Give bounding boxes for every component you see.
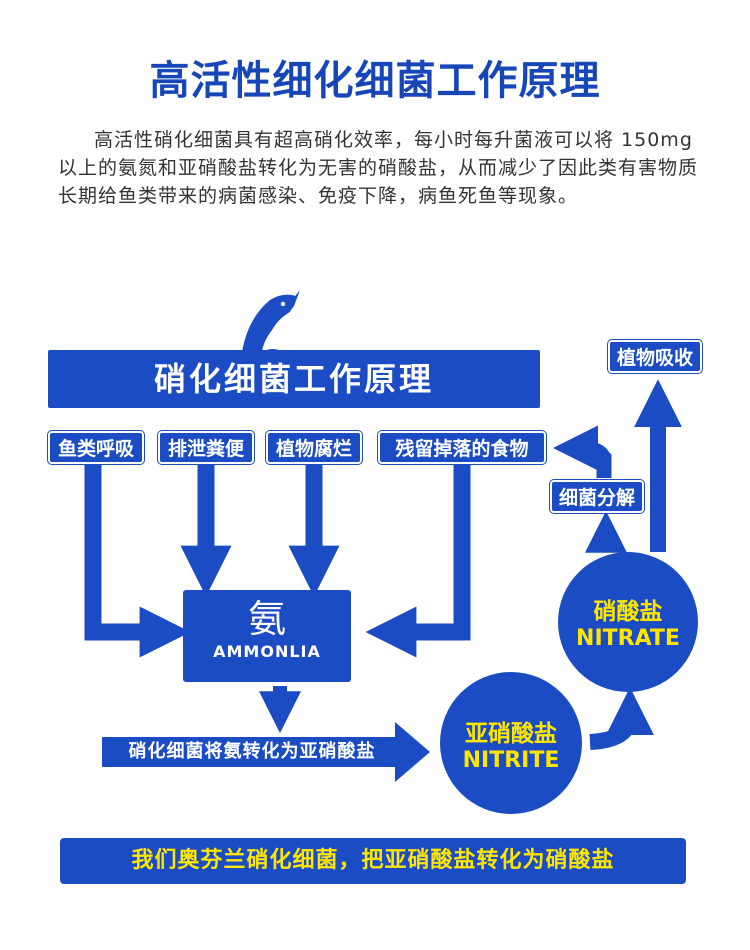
page-title: 高活性细化细菌工作原理 (149, 58, 601, 104)
principle-banner: 硝化细菌工作原理 (48, 350, 540, 408)
ammonia-box: 氨 AMMONLIA (183, 590, 351, 682)
nitrate-en: NITRATE (576, 626, 680, 651)
plant-absorb-tag: 植物吸收 (608, 340, 702, 373)
intro-paragraph: 高活性硝化细菌具有超高硝化效率，每小时每升菌液可以将 150mg 以上的氨氮和亚… (58, 129, 699, 207)
bacteria-decompose-tag: 细菌分解 (550, 480, 644, 513)
arrow-food (365, 460, 471, 658)
nitrite-circle: 亚硝酸盐 NITRITE (440, 672, 582, 814)
ammonia-en: AMMONLIA (213, 642, 321, 661)
source-leftover-food: 残留掉落的食物 (378, 431, 546, 464)
nitrite-en: NITRITE (462, 748, 560, 773)
footer-banner: 我们奥芬兰硝化细菌，把亚硝酸盐转化为硝酸盐 (60, 838, 686, 884)
source-respiration: 鱼类呼吸 (48, 431, 144, 464)
process-arrow (102, 722, 430, 782)
ammonia-cn: 氨 (247, 597, 286, 641)
nitrite-cn: 亚硝酸盐 (465, 721, 557, 747)
source-plant-rot: 植物腐烂 (266, 431, 362, 464)
arrow-nitrite-to-nitrate (589, 687, 654, 750)
nitrate-cn: 硝酸盐 (593, 599, 663, 625)
nitrate-circle: 硝酸盐 NITRATE (558, 552, 698, 692)
arrow-respiration (84, 460, 191, 658)
source-excrement: 排泄粪便 (158, 431, 254, 464)
fish-icon (240, 290, 300, 352)
process-label: 硝化细菌将氨转化为亚硝酸盐 (128, 741, 376, 762)
